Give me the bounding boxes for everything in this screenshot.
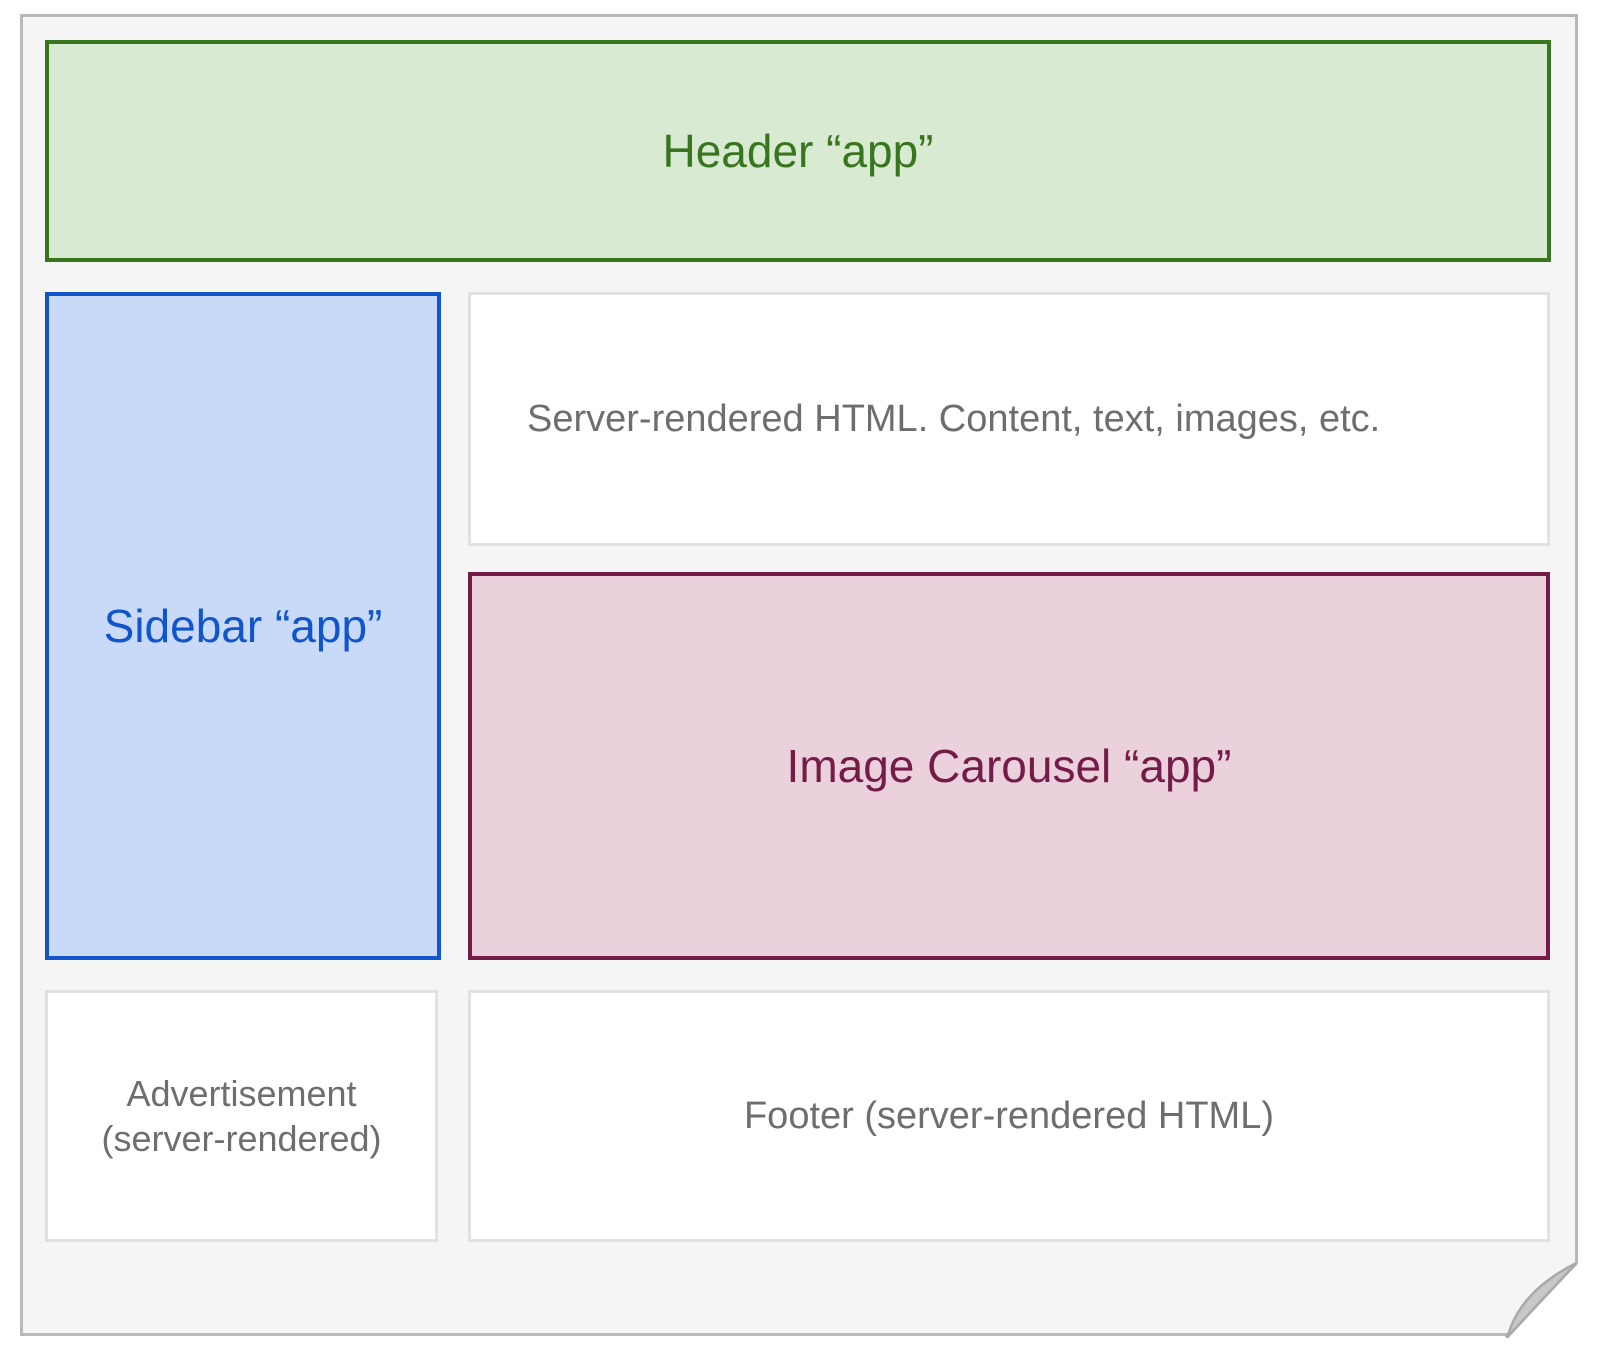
sidebar-app-region: Sidebar “app” (45, 292, 441, 960)
page-outline: Header “app” Sidebar “app” Server-render… (20, 14, 1600, 1355)
advertisement-label: Advertisement (server-rendered) (101, 1073, 382, 1159)
server-rendered-content-label: Server-rendered HTML. Content, text, ima… (527, 397, 1381, 440)
advertisement-region: Advertisement (server-rendered) (45, 990, 438, 1242)
image-carousel-app-region: Image Carousel “app” (468, 572, 1550, 960)
image-carousel-app-label: Image Carousel “app” (786, 740, 1232, 792)
page-fold-corner-icon (1504, 1261, 1600, 1355)
footer-region: Footer (server-rendered HTML) (468, 990, 1550, 1242)
server-rendered-content-region: Server-rendered HTML. Content, text, ima… (468, 292, 1550, 546)
sidebar-app-label: Sidebar “app” (103, 600, 383, 652)
header-app-region: Header “app” (45, 40, 1551, 262)
footer-label: Footer (server-rendered HTML) (743, 1094, 1275, 1137)
header-app-label: Header “app” (662, 125, 934, 177)
